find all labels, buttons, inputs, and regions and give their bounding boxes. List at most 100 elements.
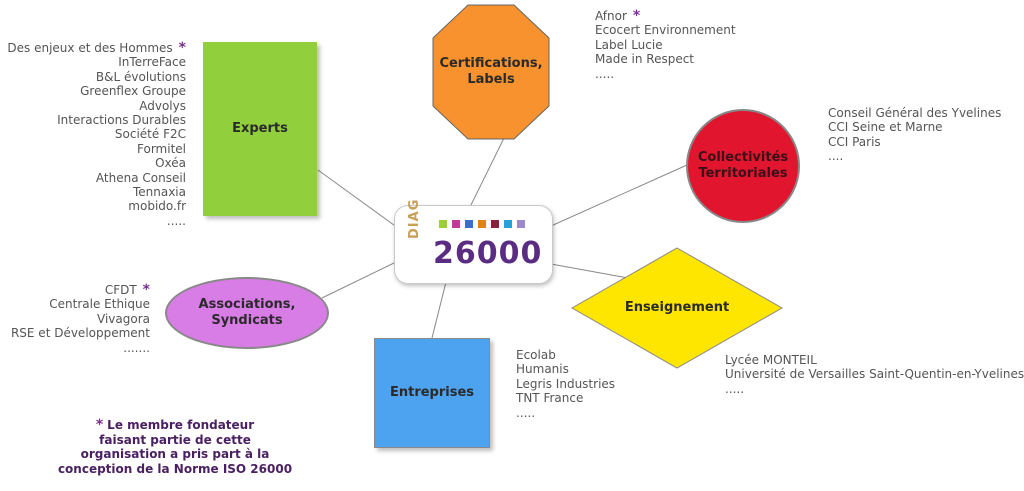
list-item: CCI Paris [828,135,1001,149]
list-item-text: CCI Seine et Marne [828,120,943,135]
founder-star: * [142,282,150,298]
list-item-text: ....... [123,340,150,355]
list-item: ..... [7,214,186,228]
link-enseignement [550,263,629,279]
list-item: Advolys [7,99,186,113]
list-item-text: Interactions Durables [57,113,186,128]
list-item-text: Athena Conseil [95,170,186,185]
associations-line1: Associations, [198,297,296,312]
founder-star: * [178,40,186,56]
list-item: Oxéa [7,156,186,170]
list-item: Formitel [7,142,186,156]
list-item-text: Oxéa [155,156,186,171]
link-certifications [469,135,506,208]
list-item: ..... [725,382,1024,396]
certifications-line1: Certifications, [439,56,543,71]
list-item-text: Ecocert Environnement [595,23,736,38]
footnote: *Le membre fondateur faisant partie de c… [40,418,310,476]
color-square [517,220,525,228]
list-item-text: Afnor [595,9,627,23]
list-item: Des enjeux et des Hommes* [7,41,186,55]
footnote-line1: Le membre fondateur [107,418,255,432]
list-item: Tennaxia [7,185,186,199]
list-item: ....... [11,341,150,355]
color-square [478,220,486,228]
list-item-text: Formitel [137,141,186,156]
collectivites-line1: Collectivités [697,150,789,165]
color-square [439,220,447,228]
certifications-line2: Labels [467,72,515,87]
founder-star: * [632,8,641,24]
list-item-text: .... [828,149,844,164]
list-item: Université de Versailles Saint-Quentin-e… [725,367,1024,381]
node-associations: Associations, Syndicats [165,277,329,349]
list-item: Société F2C [7,127,186,141]
list-item: Conseil Général des Yvelines [828,106,1001,120]
list-item: Greenflex Groupe [7,84,186,98]
link-experts [317,169,399,229]
list-item: Label Lucie [595,38,736,52]
node-collectivites: Collectivités Territoriales [686,109,800,223]
list-item-text: CCI Paris [828,134,881,149]
entreprises-label: Entreprises [389,385,475,400]
list-item-text: Conseil Général des Yvelines [828,106,1002,120]
list-item: RSE et Développement [11,326,150,340]
list-item: Ecocert Environnement [595,23,736,37]
node-certifications [432,4,550,140]
list-item-text: Humanis [516,362,569,377]
list-item-text: ..... [166,213,186,228]
color-square [504,220,512,228]
associations-line2: Syndicats [211,313,283,328]
list-item: CFDT* [11,283,150,297]
node-enseignement-label: Enseignement [570,246,784,370]
list-item-text: Tennaxia [132,185,186,200]
list-item: CCI Seine et Marne [828,120,1001,134]
list-item-text: Advolys [139,98,186,113]
footnote-star: * [95,417,104,433]
list-item-text: Made in Respect [595,52,695,67]
list-item: Legris Industries [516,377,615,391]
list-item: mobido.fr [7,199,186,213]
list-item-text: Centrale Ethique [49,297,150,312]
footnote-line4: conception de la Norme ISO 26000 [57,461,293,476]
list-item-text: B&L évolutions [95,69,186,84]
list-item-text: Université de Versailles Saint-Quentin-e… [725,367,1024,382]
footnote-line3: organisation a pris part à la [80,447,270,461]
list-item: Afnor * [595,9,736,23]
list-item-text: ..... [516,405,536,420]
list-item: Ecolab [516,348,615,362]
center-logo: DIAG 26000 [394,199,553,284]
collectivites-line2: Territoriales [698,166,788,181]
list-item-text: Legris Industries [516,376,616,391]
list-item: Centrale Ethique [11,297,150,311]
list-item: TNT France [516,391,615,405]
list-item-text: mobido.fr [128,199,186,214]
list-item: Athena Conseil [7,171,186,185]
center-prefix: DIAG [407,198,422,239]
node-experts: Experts [203,42,317,216]
list-item-text: Vivagora [97,311,150,326]
list-item: Lycée MONTEIL [725,353,1024,367]
footnote-line2: faisant partie de cette [99,432,251,447]
list-item-text: Lycée MONTEIL [725,353,817,367]
list-item-text: Label Lucie [595,37,663,52]
node-entreprises: Entreprises [374,338,490,448]
list-item: ..... [595,67,736,81]
color-square [491,220,499,228]
list-item-text: Ecolab [516,348,556,362]
link-entreprises [431,281,447,339]
list-item-text: ..... [595,66,615,81]
link-associations [321,261,397,299]
list-item-text: Société F2C [114,127,186,142]
enseignement-label: Enseignement [624,300,730,315]
list-item-text: InTerreFace [118,55,186,70]
list-item-text: RSE et Développement [10,326,150,341]
list-item: ..... [516,406,615,420]
list-item-text: ..... [725,381,745,396]
